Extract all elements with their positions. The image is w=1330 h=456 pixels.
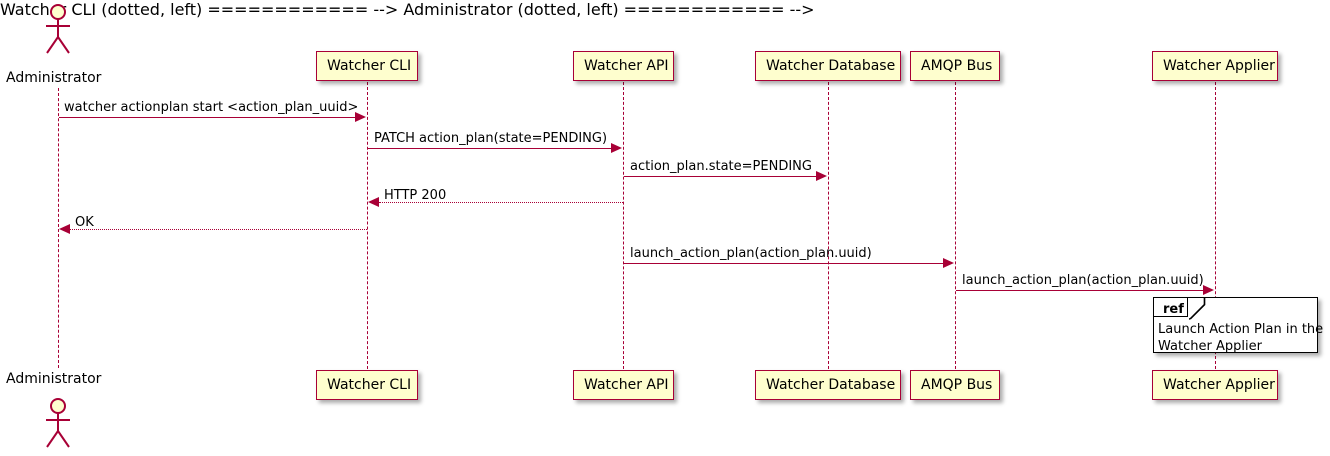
participant-watcher-applier-bottom[interactable]: Watcher Applier [1152, 370, 1278, 400]
message-arrowhead-4 [368, 197, 379, 207]
ref-fragment-tab-corner-icon [1189, 298, 1206, 320]
participant-amqp-bus-top[interactable]: AMQP Bus [910, 51, 1000, 81]
message-label-5: OK [75, 215, 94, 230]
participant-watcher-database-top[interactable]: Watcher Database [755, 51, 901, 81]
actor-stick-figure-icon [46, 398, 70, 448]
lifeline-watcher-api [623, 82, 624, 374]
message-label-6: launch_action_plan(action_plan.uuid) [630, 246, 872, 261]
lifeline-watcher-applier [1215, 82, 1216, 374]
participant-watcher-database-bottom[interactable]: Watcher Database [755, 370, 901, 400]
message-arrowhead-1 [355, 112, 366, 122]
message-label-4: HTTP 200 [384, 188, 447, 203]
message-line-5 [70, 229, 367, 230]
lifeline-administrator [58, 88, 59, 368]
message-line-6 [624, 263, 944, 264]
participant-watcher-cli-bottom[interactable]: Watcher CLI [316, 370, 418, 400]
message-arrowhead-6 [943, 258, 954, 268]
ref-fragment-line-1: Launch Action Plan in the [1158, 322, 1324, 337]
participant-watcher-applier-top[interactable]: Watcher Applier [1152, 51, 1278, 81]
message-label-1: watcher actionplan start <action_plan_uu… [64, 100, 359, 115]
actor-label-administrator-bottom: Administrator [6, 371, 102, 387]
message-label-3: action_plan.state=PENDING [630, 159, 812, 174]
ref-fragment-line-2: Watcher Applier [1158, 339, 1262, 354]
message-line-1 [59, 117, 356, 118]
message-line-3 [624, 176, 817, 177]
message-arrowhead-5 [59, 224, 70, 234]
message-line-2 [368, 148, 612, 149]
participant-watcher-cli-top[interactable]: Watcher CLI [316, 51, 418, 81]
lifeline-watcher-database [828, 82, 829, 374]
message-arrowhead-7 [1203, 285, 1214, 295]
participant-watcher-api-bottom[interactable]: Watcher API [573, 370, 674, 400]
actor-administrator-top [41, 4, 75, 56]
participant-amqp-bus-bottom[interactable]: AMQP Bus [910, 370, 1000, 400]
ref-fragment-tab [1154, 298, 1188, 317]
actor-administrator-bottom [41, 398, 75, 450]
message-label-7: launch_action_plan(action_plan.uuid) [962, 273, 1204, 288]
ref-fragment-tag: ref [1163, 302, 1184, 317]
participant-watcher-api-top[interactable]: Watcher API [573, 51, 674, 81]
ref-fragment-box [1153, 297, 1318, 353]
lifeline-amqp-bus [955, 82, 956, 374]
actor-stick-figure-icon [46, 4, 70, 54]
lifeline-watcher-cli [367, 82, 368, 374]
message-line-4 [379, 202, 623, 203]
actor-label-administrator-top: Administrator [6, 70, 102, 86]
message-label-2: PATCH action_plan(state=PENDING) [374, 131, 608, 146]
message-line-7 [956, 290, 1204, 291]
message-arrowhead-3 [816, 171, 827, 181]
message-arrowhead-2 [611, 143, 622, 153]
